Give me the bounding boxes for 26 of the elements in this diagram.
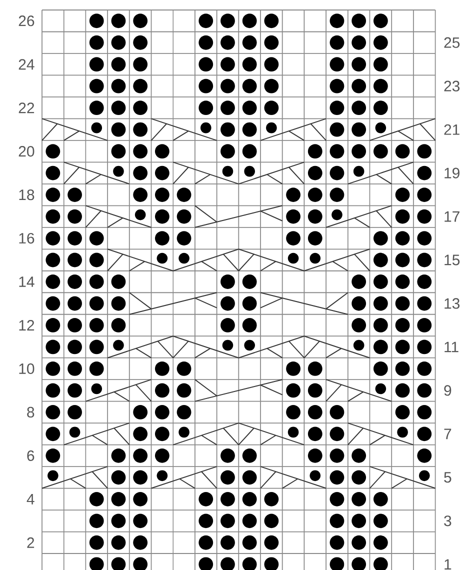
row-number: 10 — [19, 363, 34, 374]
row-number: 26 — [18, 16, 34, 26]
row-number: 11 — [444, 342, 458, 352]
row-number: 8 — [27, 406, 34, 418]
row-number: 24 — [18, 59, 34, 70]
row-number: 12 — [19, 320, 34, 330]
row-number: 2 — [27, 537, 34, 548]
row-number: 23 — [444, 80, 460, 92]
row-number: 15 — [444, 254, 460, 266]
row-number: 13 — [444, 298, 460, 309]
row-number: 20 — [18, 146, 34, 157]
row-number: 19 — [444, 168, 460, 178]
row-number: 7 — [444, 428, 452, 440]
row-number: 1 — [444, 559, 452, 570]
row-number: 22 — [18, 102, 34, 114]
row-number: 16 — [19, 232, 34, 244]
row-number: 25 — [444, 37, 460, 48]
row-number: 21 — [444, 124, 460, 135]
row-number: 14 — [19, 276, 34, 287]
row-number: 5 — [444, 472, 452, 483]
row-number: 3 — [444, 516, 452, 526]
row-number: 17 — [444, 211, 460, 222]
row-number: 9 — [444, 385, 452, 396]
row-number: 6 — [27, 450, 34, 461]
row-number: 4 — [26, 494, 34, 504]
row-number: 18 — [19, 189, 34, 200]
